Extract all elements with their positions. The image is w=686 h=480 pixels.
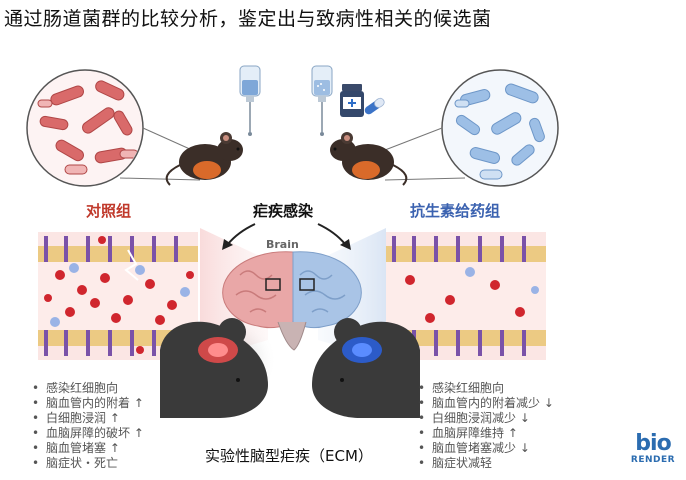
list-item: 脑血管内的附着减少 ↓ xyxy=(418,396,554,411)
list-item: 脑血管内的附着 ↑ xyxy=(32,396,144,411)
bacteria-red-circle xyxy=(26,69,144,187)
list-item: 脑症状减轻 xyxy=(418,456,554,471)
mouse-icon xyxy=(165,132,243,186)
blood-vessel-diagram xyxy=(386,232,546,360)
iv-bottle-icon xyxy=(239,65,261,136)
control-group-label: 对照组 xyxy=(86,202,132,220)
page-title: 通过肠道菌群的比较分析，鉴定出与致病性相关的候选菌 xyxy=(4,8,492,30)
iv-bottle-icon xyxy=(311,65,333,136)
pill-icon xyxy=(364,97,385,115)
list-item: 血脑屏障的破坏 ↑ xyxy=(32,426,144,441)
list-item: 白细胞浸润减少 ↓ xyxy=(418,411,554,426)
infection-label: 疟疾感染 xyxy=(253,202,314,220)
brain-icon xyxy=(222,251,362,351)
list-item: 白细胞浸润 ↑ xyxy=(32,411,144,426)
logo-bottom: RENDER xyxy=(630,455,676,465)
arrow-icon xyxy=(317,223,351,250)
list-item: 感染红细胞向 xyxy=(418,381,554,396)
medicine-bottle-icon xyxy=(340,84,364,117)
biorender-logo: bio RENDER xyxy=(628,431,678,466)
control-findings-list: 感染红细胞向 脑血管内的附着 ↑ 白细胞浸润 ↑ 血脑屏障的破坏 ↑ 脑血管堵塞… xyxy=(32,381,144,471)
mouse-head-icon xyxy=(312,318,420,418)
list-item: 血脑屏障维持 ↑ xyxy=(418,426,554,441)
ecm-label: 实验性脑型疟疾（ECM） xyxy=(205,447,373,465)
list-item: 脑症状・死亡 xyxy=(32,456,144,471)
mouse-head-icon xyxy=(160,318,277,418)
mouse-icon xyxy=(330,132,408,186)
logo-top: bio xyxy=(635,431,671,456)
list-item: 感染红细胞向 xyxy=(32,381,144,396)
list-item: 脑血管堵塞减少 ↓ xyxy=(418,441,554,456)
list-item: 脑血管堵塞 ↑ xyxy=(32,441,144,456)
bacteria-blue-circle xyxy=(441,69,559,187)
arrow-icon xyxy=(222,223,256,250)
list-item-text: 脑血管内的附着 ↑ xyxy=(46,396,144,410)
antibiotic-findings-list: 感染红细胞向 脑血管内的附着减少 ↓ 白细胞浸润减少 ↓ 血脑屏障维持 ↑ 脑血… xyxy=(418,381,554,471)
brain-label: Brain xyxy=(266,238,299,251)
antibiotic-group-label: 抗生素给药组 xyxy=(410,202,501,220)
